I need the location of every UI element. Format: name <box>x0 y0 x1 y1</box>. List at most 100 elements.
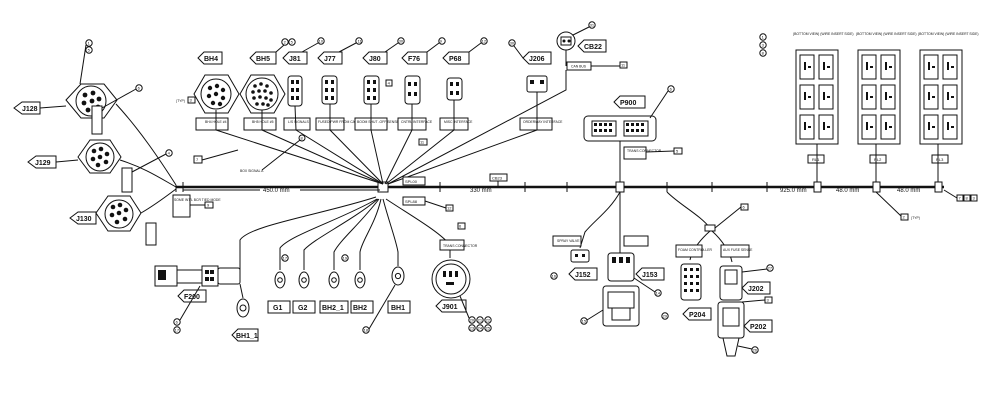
typ2-label: (TYP) <box>911 216 920 220</box>
can-bus-label: CAN BUS <box>571 65 587 69</box>
callout-16: 16 <box>552 274 557 279</box>
callout-8c: 8 <box>966 196 969 201</box>
top-fan-wires <box>215 70 567 185</box>
left-connectors: J128 J129 J130 <box>13 39 221 246</box>
callout-4: 4 <box>168 151 171 156</box>
ring-g1: G1 <box>267 271 291 314</box>
callout-11: 11 <box>358 39 363 44</box>
p204-label: P204 <box>689 312 705 319</box>
callout-5c: 5 <box>676 149 679 154</box>
bh5-hole-label: BH5 HOLE #5 <box>252 120 274 124</box>
bh2-1-label: BH2_1 <box>322 305 344 312</box>
p68-label: P68 <box>449 56 462 63</box>
bh4-connector: BH4 HOLE #4 (TYP) 3 <box>176 74 240 131</box>
callout-24: 24 <box>478 326 483 331</box>
callout-6e: 6 <box>743 205 746 210</box>
callout-3b: 3 <box>762 43 765 48</box>
j152-label: J152 <box>575 272 591 279</box>
bh5-connector: BH5 HOLE #5 2 5 <box>239 38 296 131</box>
callout-23: 23 <box>470 326 475 331</box>
j901-connector: TRANS CONNECTOR J901 6 20 21 22 23 24 25… <box>385 198 492 332</box>
j129-connector: J129 <box>27 139 122 174</box>
rl2-label: RL2 <box>874 157 882 162</box>
callout-29: 29 <box>663 314 668 319</box>
callout-2: 2 <box>284 40 287 45</box>
callout-11b: 11 <box>621 63 626 68</box>
trans-connector-label: TRANS CONNECTOR <box>443 244 478 248</box>
dimension-925: 925.0 mm <box>780 188 807 194</box>
callout-1: 1 <box>88 41 91 46</box>
bh4-label: BH4 <box>204 56 218 63</box>
callout-11c: 11 <box>420 140 425 145</box>
callout-6d: 6 <box>459 224 462 229</box>
callout-8: 8 <box>301 136 304 141</box>
dimension-labels: 450.0 mm 330 mm 925.0 mm 48.0 mm 48.0 mm… <box>183 173 920 194</box>
wire-brand-tag <box>172 194 191 218</box>
bottom-view-1: (BOTTOM VIEW) (WIRE INSERT SIDE) <box>793 32 853 36</box>
ring-bh1: BH1 <box>387 266 411 314</box>
callout-18: 18 <box>364 328 369 333</box>
j206-label: J206 <box>529 56 545 63</box>
j128-label: J128 <box>22 106 38 113</box>
relay-rl2: (BOTTOM VIEW) (WIRE INSERT SIDE) RL2 <box>856 32 916 182</box>
callout-4b: 4 <box>388 81 391 86</box>
callout-2b: 2 <box>903 215 906 220</box>
top-connectors: BH4 BH5 J81 J77 J80 F76 P68 J206 CB22 <box>176 21 628 206</box>
p202-label: P202 <box>750 324 766 331</box>
callout-20: 20 <box>470 318 475 323</box>
callout-6b: 6 <box>670 87 673 92</box>
p900-connector: P900 6 TRANS CONNECTOR 5 <box>583 85 683 182</box>
relay-group: (BOTTOM VIEW) (WIRE INSERT SIDE) RL1 1 3… <box>759 32 978 221</box>
callout-30b: 30 <box>510 41 515 46</box>
top-tags: BH4 BH5 J81 J77 J80 F76 P68 J206 CB22 <box>197 39 607 65</box>
cb22-connector: 31 CAN BUS 11 <box>556 21 628 71</box>
bh2-label: BH2 <box>353 305 367 312</box>
j901-label: J901 <box>442 304 458 311</box>
j128-connector: J128 <box>13 83 118 119</box>
j130-label: J130 <box>76 216 92 223</box>
callout-27: 27 <box>768 266 773 271</box>
callout-25: 25 <box>486 326 491 331</box>
relay-rl1: (BOTTOM VIEW) (WIRE INSERT SIDE) RL1 1 3… <box>759 32 853 182</box>
callout-15: 15 <box>582 319 587 324</box>
callout-30: 30 <box>399 39 404 44</box>
rl1-label: RL1 <box>812 157 820 162</box>
spl88-label: SPL88 <box>405 199 418 204</box>
main-trunk <box>175 181 944 193</box>
callout-12: 12 <box>482 39 487 44</box>
dimension-48-b: 48.0 mm <box>897 188 920 194</box>
boom-shut-label: BOOM SHUT -OFF SENSE <box>357 120 399 124</box>
j77-connector: FUSED PWR FROM CAB 11 <box>315 37 363 131</box>
bh1-label: BH1 <box>391 305 405 312</box>
spray-label: SPRAY VALVE <box>557 239 580 243</box>
ring-bh2: BH2 <box>350 271 374 314</box>
callout-21: 21 <box>478 318 483 323</box>
f76-label: F76 <box>408 56 420 63</box>
spl00-label: SPL00 <box>405 179 418 184</box>
rl3-label: RL3 <box>936 157 944 162</box>
callout-6: 6 <box>138 86 141 91</box>
dimension-48-a: 48.0 mm <box>836 188 859 194</box>
f200-label: F200 <box>184 294 200 301</box>
aux-pwr-label: AUX FUSE SENSE <box>723 248 753 252</box>
j130-connector: J130 <box>69 195 142 232</box>
j77-label: J77 <box>324 56 336 63</box>
foam-label: FOAM CONTROLLER <box>678 248 712 252</box>
callout-7: 7 <box>196 157 199 162</box>
dimension-450: 450.0 mm <box>263 188 290 194</box>
p900-label: P900 <box>620 100 636 107</box>
callout-22: 22 <box>486 318 491 323</box>
trans-label: TRANS CONNECTOR <box>627 149 662 153</box>
callout-12b: 12 <box>447 206 452 211</box>
cntrl-label: CNTRL INTERFACE <box>401 120 433 124</box>
misc-label: MISC INTERFACE <box>444 120 473 124</box>
j81-label: J81 <box>289 56 301 63</box>
box-signal-label: BOX SIGNAL A <box>240 169 264 173</box>
callout-31: 31 <box>590 23 595 28</box>
ring-bh2-1: BH2_1 <box>319 271 349 314</box>
j80-label: J80 <box>369 56 381 63</box>
callout-1b: 1 <box>762 35 765 40</box>
bh1-1-label: BH1_1 <box>236 333 258 340</box>
callout-3d: 3 <box>767 298 770 303</box>
